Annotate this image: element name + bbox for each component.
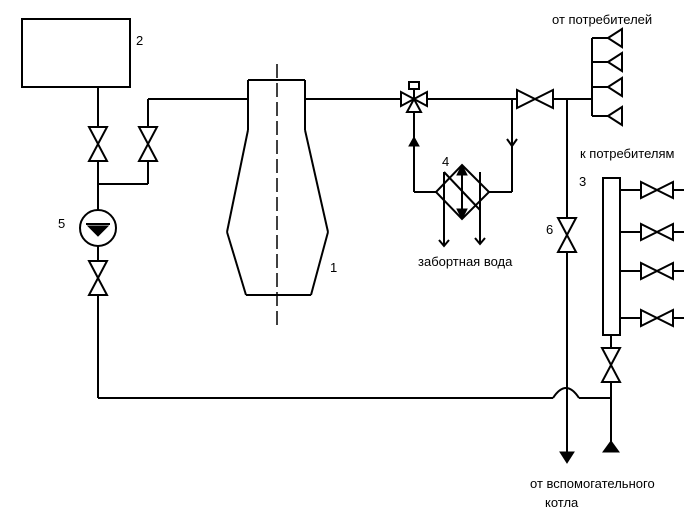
- consumer-outlets: [591, 27, 623, 127]
- label-heat-exchanger-number: 4: [442, 154, 449, 169]
- aux-boiler-inlet-symbol: [602, 440, 620, 453]
- label-from-consumers: от потребителей: [552, 12, 652, 27]
- valve-pump-outlet: [87, 260, 109, 296]
- heat-exchanger-4: [434, 163, 491, 248]
- label-from-aux-boiler-2: котла: [545, 495, 579, 510]
- label-boiler-number: 1: [330, 260, 337, 275]
- boiler-1: [226, 64, 329, 330]
- valve-tank-outlet: [87, 126, 109, 162]
- collector-outlet-valves: [620, 180, 684, 328]
- label-from-aux-boiler-1: от вспомогательного: [530, 476, 655, 491]
- collector-3: [602, 177, 621, 336]
- drain-outlet-symbol: [559, 451, 575, 464]
- valve-collector-inlet: [600, 347, 622, 383]
- tank-2: [21, 18, 131, 88]
- label-pump-number: 5: [58, 216, 65, 231]
- label-collector-number: 3: [579, 174, 586, 189]
- pump-arrow: [86, 225, 110, 237]
- flow-arrow-up: [408, 135, 420, 147]
- label-tank-number: 2: [136, 33, 143, 48]
- valve-drain-6: [556, 217, 578, 253]
- label-intake-water: забортная вода: [418, 254, 513, 269]
- valve-main-consumers: [516, 88, 554, 110]
- flow-arrow-down: [506, 138, 518, 148]
- three-way-valve: [400, 81, 428, 113]
- label-drain-valve-number: 6: [546, 222, 553, 237]
- valve-bypass: [137, 126, 159, 162]
- label-to-consumers: к потребителям: [580, 146, 674, 161]
